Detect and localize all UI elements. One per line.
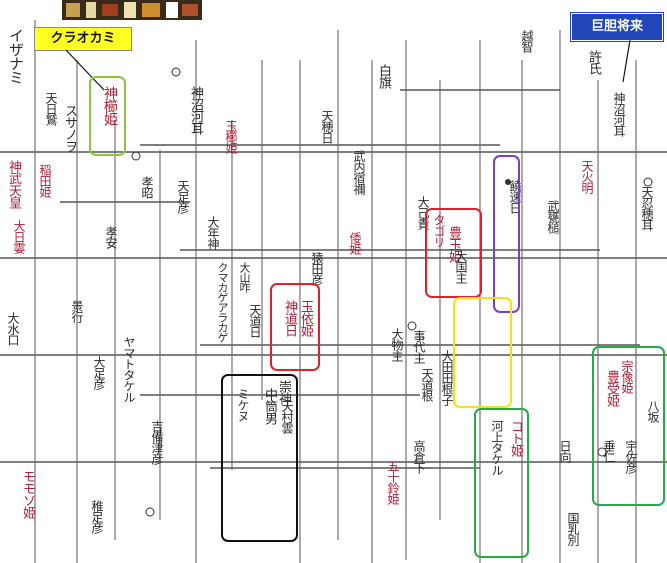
person-name: 豊玉姫 — [446, 226, 461, 262]
person-name: 武内宿禰 — [352, 150, 366, 194]
person-name: 孝昭 — [140, 176, 154, 198]
person-name: 豊受姫 — [604, 370, 619, 406]
person-name: 神沼河耳 — [188, 86, 203, 134]
person-name: 天忍穂耳 — [640, 186, 654, 230]
header-photo-strip — [62, 0, 202, 20]
person-name: 崇神 — [276, 380, 291, 404]
highlight-box-green-kotohime — [474, 408, 529, 558]
person-name: 大日孁 — [12, 220, 26, 253]
highlight-box-purple — [493, 155, 520, 313]
person-name: 天足彦 — [176, 180, 190, 213]
person-name: 景行 — [70, 300, 84, 322]
person-name: 天道根 — [420, 368, 434, 401]
person-name: 大田田根子 — [440, 350, 454, 405]
person-name: 高倉下 — [412, 440, 426, 473]
person-name: 宇佐彦 — [624, 440, 638, 473]
person-name: 八坂 — [646, 400, 660, 422]
person-name: 神櫛姫 — [102, 86, 118, 125]
person-name: 日向 — [558, 440, 572, 462]
person-name: 玉櫛姫 — [224, 120, 238, 153]
person-name: 大物主 — [390, 328, 404, 361]
kotan-shorai-callout: 巨胆将来 — [570, 12, 664, 42]
person-name: 天村雲 — [280, 400, 294, 433]
person-name: 稲田姫 — [38, 164, 52, 197]
person-name: ヤマトタケル — [122, 336, 136, 402]
person-name: 垂仁 — [602, 440, 616, 462]
person-name: 国乳別 — [566, 512, 580, 545]
person-name: ミケヌ — [236, 388, 250, 421]
highlight-box-red-tamayori — [270, 283, 320, 371]
person-name: 倭姫 — [348, 232, 362, 254]
highlight-box-black — [221, 374, 298, 542]
kuraokami-callout: クラオカミ — [34, 27, 132, 51]
highlight-box-green-right — [592, 346, 665, 506]
person-name: 天火明 — [580, 160, 594, 193]
person-name: 宗像姫 — [620, 360, 634, 393]
person-name: 河上タケル — [490, 420, 504, 475]
person-name: コト姫 — [508, 420, 523, 456]
person-name: 天日鷲 — [44, 92, 58, 125]
person-name: クマカゲアラカゲ — [216, 262, 229, 342]
person-name: イザナミ — [7, 28, 25, 84]
person-name: 越智 — [520, 30, 534, 52]
person-name: 武甕槌 — [546, 200, 560, 233]
person-name: 孝安 — [104, 226, 118, 248]
highlight-box-green-kushi — [89, 76, 126, 156]
person-name: 天道日 — [248, 304, 262, 337]
person-name: 吉備津彦 — [150, 420, 164, 464]
person-name: 大国主 — [454, 250, 468, 283]
person-name: 大水口 — [6, 312, 20, 345]
person-name: スサノヲ — [62, 104, 77, 152]
person-name: 許氏 — [586, 50, 601, 74]
person-name: 神武天皇 — [6, 160, 21, 208]
person-name: 大山咋 — [238, 262, 251, 292]
kuraokami-callout-arrow — [65, 49, 105, 91]
person-name: 天穂日 — [320, 110, 334, 143]
highlight-box-red-toyotama — [425, 208, 482, 298]
person-name: 事代主 — [412, 330, 426, 363]
person-name: タゴリ — [432, 214, 446, 247]
person-name: 神沼河耳 — [612, 92, 626, 136]
highlight-box-yellow — [453, 297, 512, 408]
person-name: 玉依姫 — [298, 300, 313, 336]
person-name: 大足彦 — [92, 356, 106, 389]
person-name: 神道日 — [282, 300, 297, 336]
person-name: 中筒男 — [262, 388, 277, 424]
person-name: 白旗 — [376, 64, 391, 88]
person-name: 稚足彦 — [90, 500, 104, 533]
person-name: 大年神 — [206, 216, 220, 249]
person-name: 五十鈴姫 — [386, 460, 400, 504]
person-name: 猿田彦 — [310, 252, 324, 285]
kotan-shorai-callout-arrow — [622, 39, 631, 83]
person-name: モモソ姫 — [20, 470, 35, 518]
